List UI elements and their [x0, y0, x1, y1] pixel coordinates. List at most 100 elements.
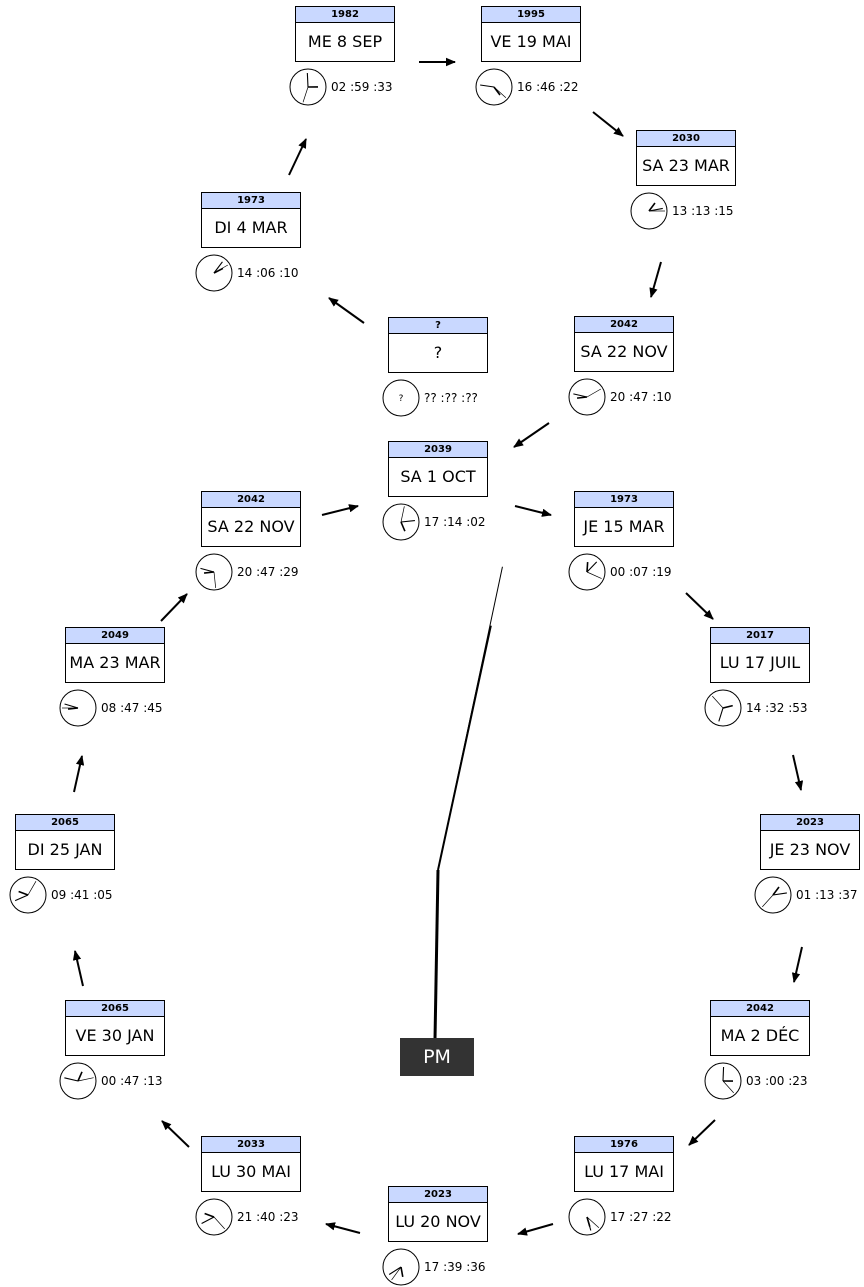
minute-hand: [480, 84, 495, 88]
card-time: 17 :39 :36: [424, 1260, 486, 1274]
card-year: 2033: [202, 1137, 300, 1153]
big-clock-hands: [433, 566, 503, 1060]
second-hand: [493, 86, 507, 98]
card-year: 1982: [296, 7, 394, 23]
card-year: 1976: [575, 1137, 673, 1153]
second-hand: [762, 894, 774, 908]
second-hand: [302, 86, 309, 103]
ring-card-5: 2023 LU 20 NOV: [388, 1186, 488, 1242]
card-date: MA 2 DÉC: [720, 1026, 800, 1045]
center-card-clock: [382, 503, 420, 541]
ring-card-3: 2042 MA 2 DÉC: [710, 1000, 810, 1056]
arrow-3: [792, 754, 804, 791]
ring-card-10-clock: [195, 553, 233, 591]
ring-card-0-clock: [568, 553, 606, 591]
hour-hand: [203, 571, 215, 574]
loop-card-2-clock: [475, 68, 513, 106]
loop-card-0-clock: [195, 254, 233, 292]
period-label: PM: [400, 1038, 474, 1076]
minute-hand: [718, 707, 724, 722]
card-time: 21 :40 :23: [237, 1210, 299, 1224]
second-hand: [77, 1077, 94, 1082]
arrow-11: [160, 593, 188, 622]
second-hand: [213, 264, 229, 274]
arrow-5: [688, 1119, 716, 1146]
ring-card-8-clock: [9, 876, 47, 914]
arrow-6: [517, 1223, 554, 1236]
loop-card-1-clock: [289, 68, 327, 106]
mini-clocks: ?: [9, 68, 792, 1286]
minute-hand: [573, 393, 588, 398]
card-time: 13 :13 :15: [672, 204, 734, 218]
minute-hand: [201, 1216, 215, 1224]
arrow-1: [514, 505, 552, 517]
arrow-16: [649, 261, 662, 298]
second-hand: [213, 571, 217, 588]
card-date: LU 30 MAI: [211, 1162, 291, 1181]
card-date: SA 22 NOV: [207, 517, 295, 536]
card-time: 00 :07 :19: [610, 565, 672, 579]
card-time: 00 :47 :13: [101, 1074, 163, 1088]
card-year: 2039: [389, 442, 487, 458]
card-time: 14 :32 :53: [746, 701, 808, 715]
card-year: 2042: [711, 1001, 809, 1017]
second-hand: [27, 880, 37, 896]
card-date: MA 23 MAR: [69, 653, 161, 672]
card-year: 1995: [482, 7, 580, 23]
hour-hand: [722, 704, 733, 709]
ring-card-7-clock: [59, 1062, 97, 1100]
card-year: 2017: [711, 628, 809, 644]
ring-card-3-clock: [704, 1062, 742, 1100]
arrow-13: [288, 138, 307, 176]
minute-hand: [586, 561, 598, 573]
loop-card-1: 1982 ME 8 SEP: [295, 6, 395, 62]
card-time: 20 :47 :29: [237, 565, 299, 579]
card-time: 17 :14 :02: [424, 515, 486, 529]
minute-hand: [64, 1077, 79, 1082]
ring-card-4-clock: [568, 1198, 606, 1236]
card-year: 2023: [389, 1187, 487, 1203]
clock-face: [382, 379, 420, 417]
ring-card-5-clock: [382, 1248, 420, 1286]
second-hand: [400, 506, 405, 523]
arrow-0: [321, 504, 359, 516]
unknown-card: ??: [388, 317, 488, 373]
arrow-15: [592, 111, 624, 137]
center-card: 2039 SA 1 OCT: [388, 441, 488, 497]
card-date: JE 15 MAR: [583, 517, 665, 536]
minute-hand: [200, 567, 215, 573]
card-date: VE 19 MAI: [490, 32, 572, 51]
arrow-10: [73, 755, 85, 793]
hour-hand: [18, 890, 29, 896]
card-year: 1973: [202, 193, 300, 209]
ring-card-2-clock: [754, 876, 792, 914]
card-year: 2030: [637, 131, 735, 147]
hour-hand: [204, 1212, 215, 1218]
card-date: LU 20 NOV: [395, 1212, 481, 1231]
card-time: 20 :47 :10: [610, 390, 672, 404]
card-date: ME 8 SEP: [307, 32, 383, 51]
unknown-clock: ?: [382, 379, 420, 417]
card-year: ?: [389, 318, 487, 334]
card-time: 02 :59 :33: [331, 80, 393, 94]
second-hand: [722, 1080, 734, 1094]
minute-hand: [586, 1216, 592, 1231]
card-year: 2065: [16, 815, 114, 831]
card-time: 09 :41 :05: [51, 888, 113, 902]
hour-hand: [400, 1266, 404, 1277]
card-date: SA 1 OCT: [400, 467, 476, 486]
hour-hand: [77, 1071, 83, 1082]
arrows: [72, 57, 804, 1236]
arrow-9: [72, 950, 84, 987]
